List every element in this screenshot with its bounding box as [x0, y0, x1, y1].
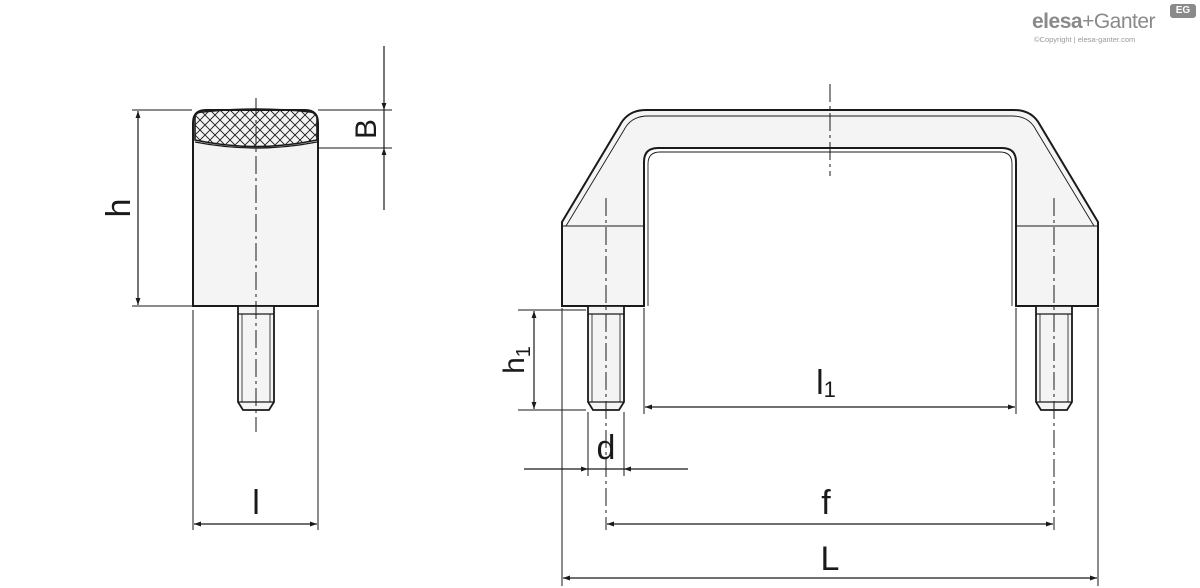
front-view-body — [561, 109, 1099, 307]
dim-label-b: B — [350, 119, 383, 139]
dim-label-l1-main: l — [816, 364, 824, 402]
logo-brand-join: +Ganter — [1082, 10, 1156, 33]
dim-label-L: L — [821, 540, 840, 578]
dim-label-l1: l1 — [816, 364, 836, 402]
side-view-stud — [237, 305, 275, 411]
dim-label-f: f — [821, 484, 831, 522]
dim-label-h: h — [100, 199, 138, 218]
brand-logo: elesa+Ganter EG ©Copyright | elesa-gante… — [1032, 4, 1196, 50]
front-view: h1 l1 d f L — [498, 84, 1099, 586]
dim-label-h1-main: h — [498, 357, 531, 374]
logo-brand: elesa — [1032, 10, 1083, 33]
dim-label-l1-sub: 1 — [824, 377, 836, 402]
logo-badge: EG — [1170, 4, 1196, 18]
dim-label-h1: h1 — [498, 346, 535, 374]
dim-label-h1-sub: 1 — [513, 346, 535, 357]
dim-label-l: l — [252, 484, 260, 522]
logo-copyright: ©Copyright | elesa-ganter.com — [1034, 35, 1136, 44]
logo-wordmark: elesa+Ganter — [1032, 10, 1156, 34]
dim-label-d: d — [597, 429, 616, 467]
side-view: h B l — [100, 46, 392, 530]
